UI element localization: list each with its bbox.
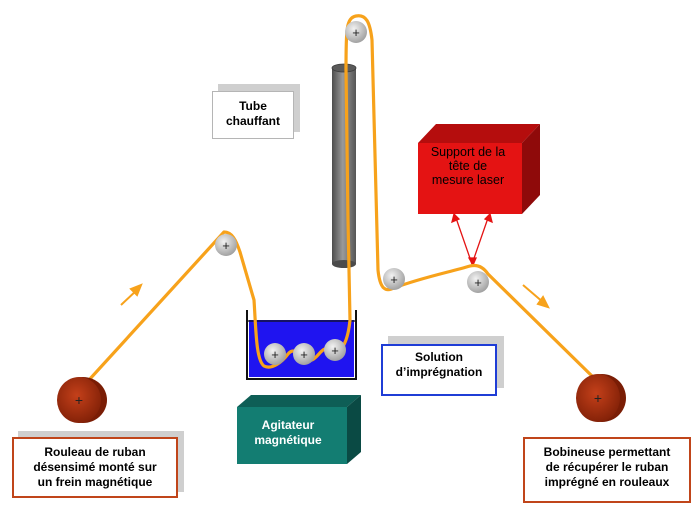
tube-label-line1: Tube [239, 99, 267, 113]
solution-label: Solution d’imprégnation [381, 344, 497, 396]
rouleau-label-line2: désensimé monté sur [33, 460, 157, 474]
rouleau-label-line1: Rouleau de ruban [44, 445, 146, 459]
laser-support-label: Support de la tête de mesure laser [418, 143, 518, 213]
plus-roller-icon: + + + + + + + [215, 21, 489, 365]
tube-label-line2: chauffant [226, 114, 280, 128]
bobineuse-label-line3: imprégné en rouleaux [544, 475, 670, 489]
support-label-line1: Support de la [430, 145, 506, 159]
agitator-label-line2: magnétique [254, 433, 322, 447]
agitator-box [237, 395, 361, 464]
tube-label: Tube chauffant [212, 91, 294, 139]
solution-label-line1: Solution [415, 350, 463, 364]
take-up-spool-label: Bobineuse permettant de récupérer le rub… [523, 437, 691, 503]
svg-text:+: + [331, 343, 339, 358]
support-label-line3: mesure laser [431, 173, 505, 187]
bobineuse-label-line2: de récupérer le ruban [545, 460, 669, 474]
svg-text:+: + [474, 275, 482, 290]
svg-text:+: + [594, 390, 602, 406]
svg-text:+: + [352, 25, 360, 40]
agitator-label-line1: Agitateur [261, 418, 315, 432]
feed-spool-label: Rouleau de ruban désensimé monté sur un … [12, 437, 178, 498]
svg-text:+: + [390, 272, 398, 287]
svg-text:+: + [271, 347, 279, 362]
rouleau-label-line3: un frein magnétique [37, 475, 153, 489]
bobineuse-label-line1: Bobineuse permettant [543, 445, 671, 459]
support-label-line2: tête de [448, 159, 488, 173]
arrow-icon [120, 283, 550, 309]
feed-spool: + [57, 377, 107, 423]
heating-tube [331, 63, 357, 268]
take-up-spool: + [576, 374, 626, 422]
svg-text:+: + [75, 392, 83, 408]
solution-label-line2: d’imprégnation [395, 365, 483, 379]
laser-beam-icon [451, 212, 493, 267]
laser-support-box [418, 124, 540, 214]
svg-text:+: + [300, 347, 308, 362]
svg-text:+: + [222, 238, 230, 253]
agitator-label: Agitateur magnétique [238, 418, 338, 458]
